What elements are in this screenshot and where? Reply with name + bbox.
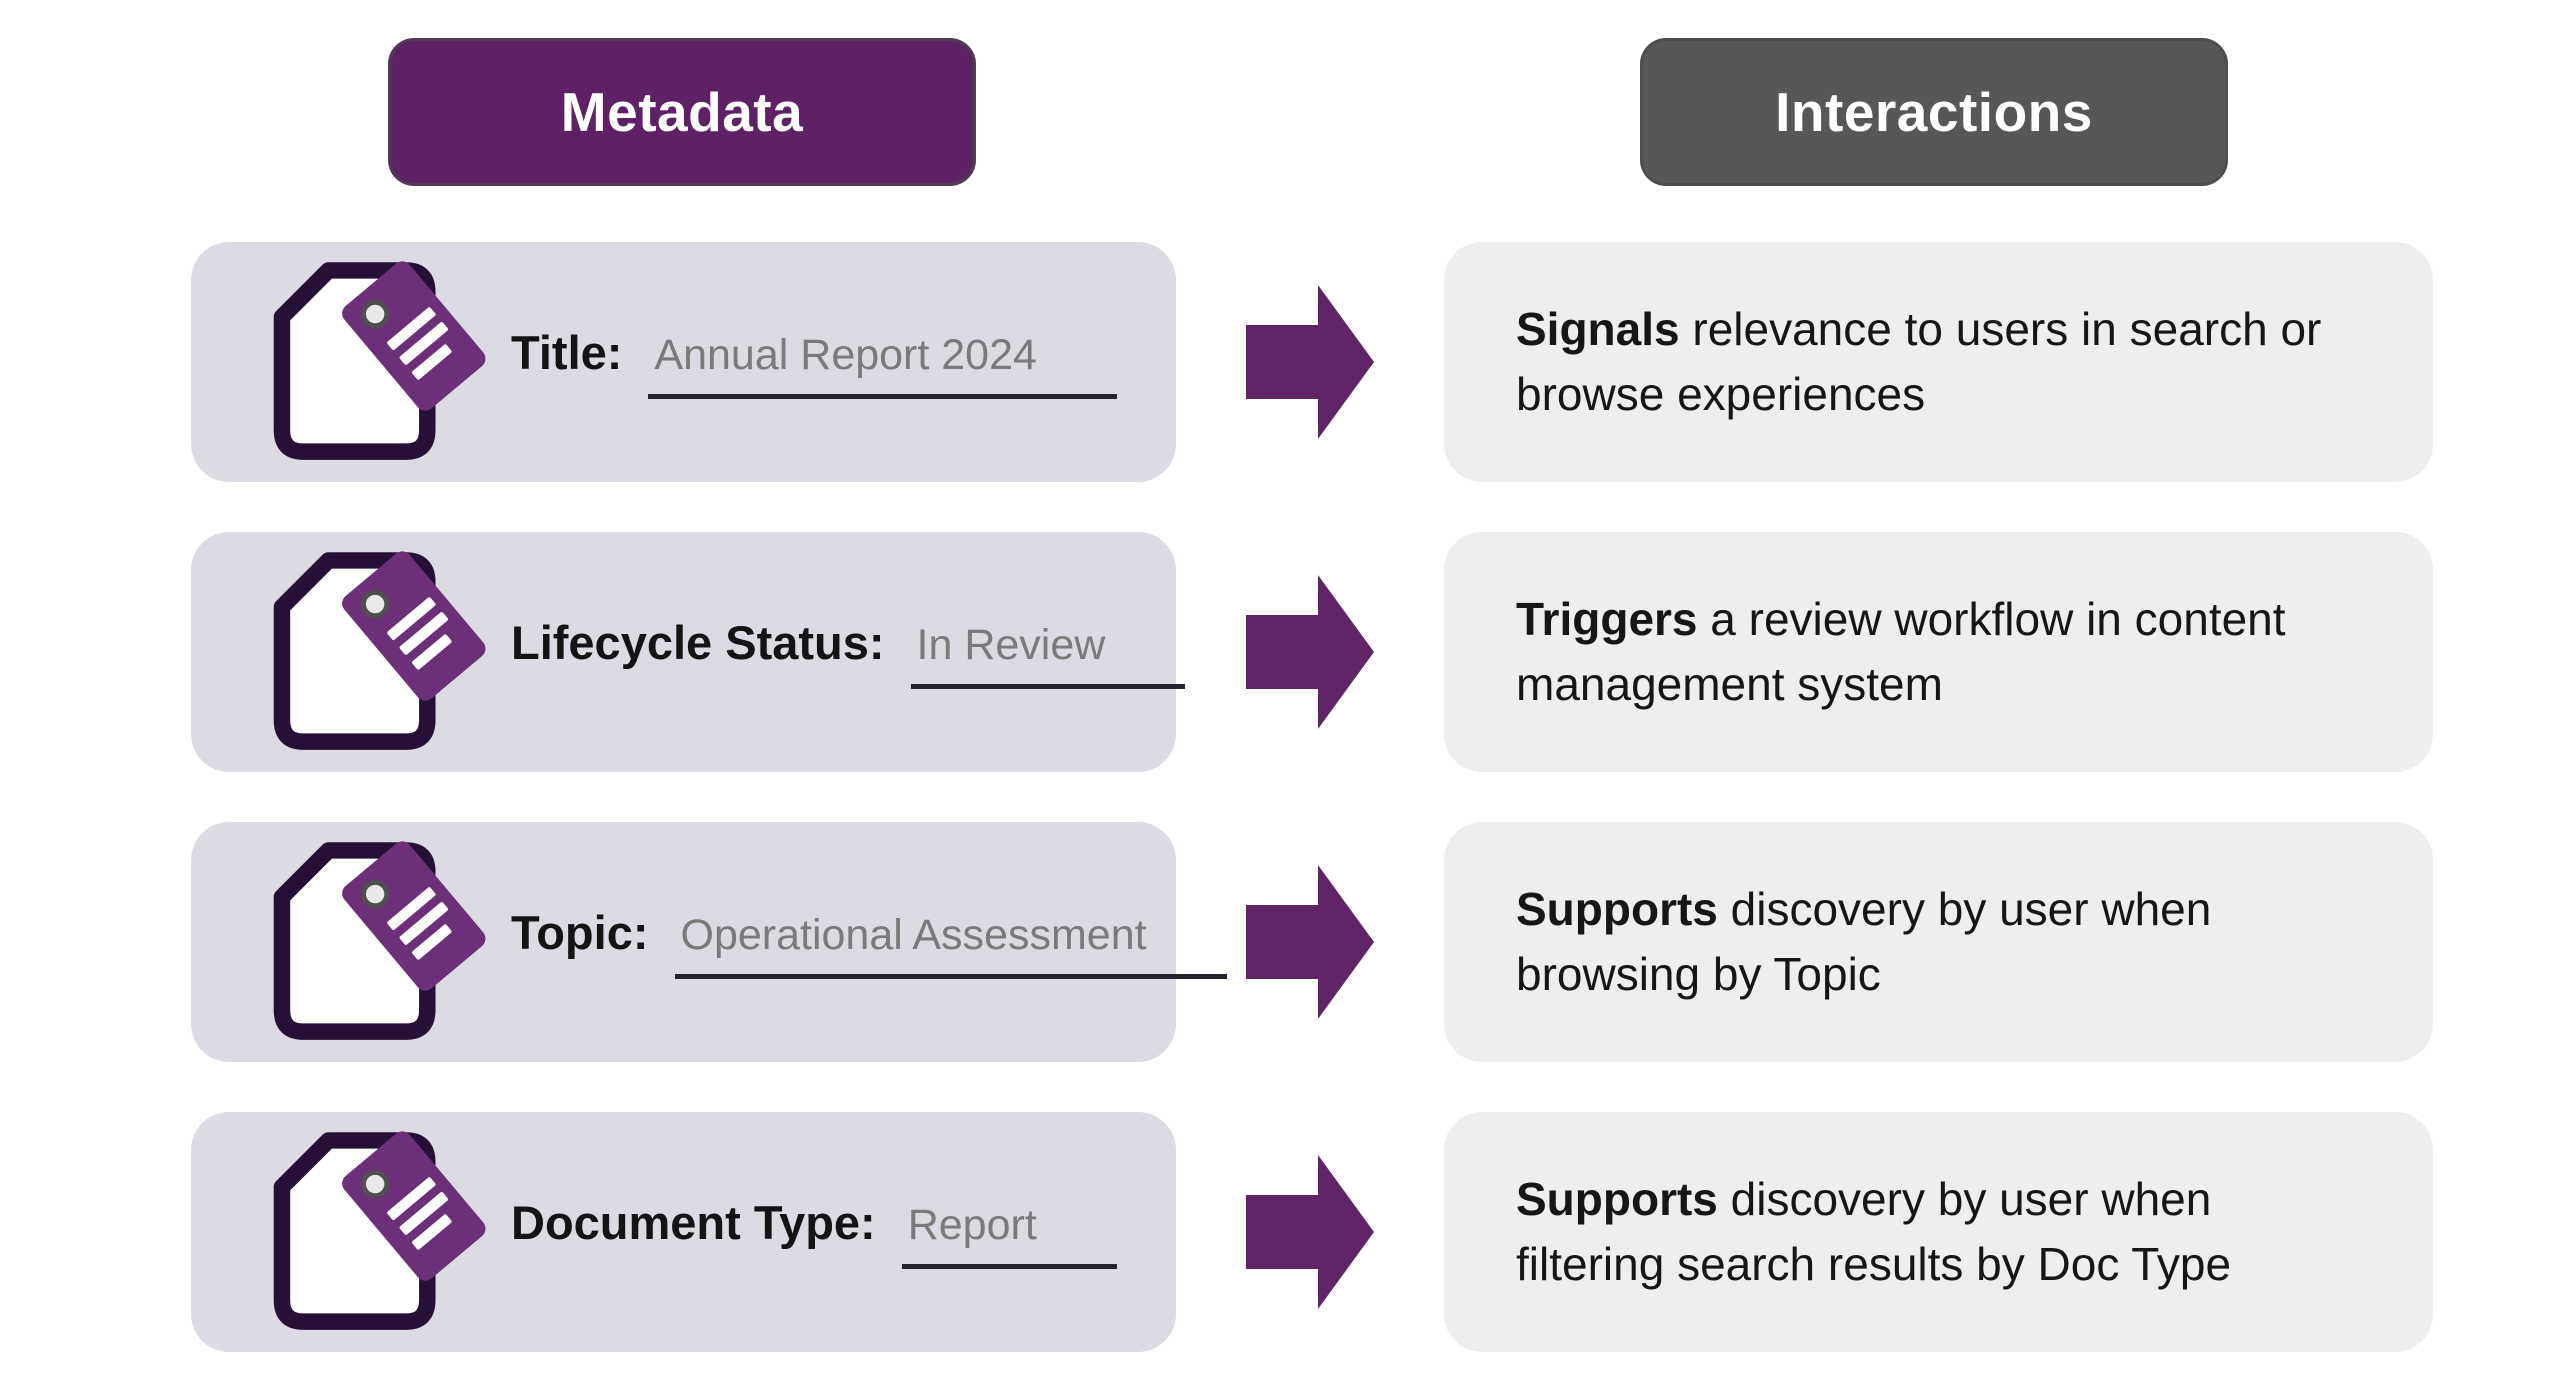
right-arrow-icon <box>1176 861 1444 1023</box>
diagram-row-document-type: Document Type: Report Supports discovery… <box>191 1112 2560 1352</box>
tagged-document-icon <box>249 543 499 761</box>
metadata-column-header: Metadata <box>388 38 976 186</box>
tagged-document-icon <box>249 1123 499 1341</box>
metadata-card: Document Type: Report <box>191 1112 1176 1352</box>
field-value: Operational Assessment <box>674 911 1227 979</box>
tagged-document-icon <box>249 833 499 1051</box>
field-label: Lifecycle Status: <box>511 616 885 669</box>
field-value: Report <box>901 1201 1117 1269</box>
interaction-text: Supports discovery by user when filterin… <box>1516 1172 2232 1290</box>
field-label: Title: <box>511 326 623 379</box>
metadata-card: Lifecycle Status: In Review <box>191 532 1186 772</box>
interaction-text: Signals relevance to users in search or … <box>1516 302 2322 420</box>
diagram-row-title: Title: Annual Report 2024 Signals releva… <box>191 242 2560 482</box>
metadata-field: Document Type: Report <box>511 1195 1117 1269</box>
interaction-text: Triggers a review workflow in content ma… <box>1516 592 2286 710</box>
right-arrow-icon <box>1176 1151 1444 1313</box>
interaction-card: Supports discovery by user when filterin… <box>1444 1112 2433 1352</box>
column-headers: Metadata Interactions <box>0 0 2560 186</box>
metadata-card: Topic: Operational Assessment <box>191 822 1227 1062</box>
field-value: In Review <box>910 621 1186 689</box>
metadata-card: Title: Annual Report 2024 <box>191 242 1176 482</box>
metadata-field: Topic: Operational Assessment <box>511 905 1227 979</box>
metadata-field: Title: Annual Report 2024 <box>511 325 1117 399</box>
interaction-text: Supports discovery by user when browsing… <box>1516 882 2212 1000</box>
diagram-row-lifecycle-status: Lifecycle Status: In Review Triggers a r… <box>191 532 2560 772</box>
field-label: Topic: <box>511 906 649 959</box>
right-arrow-icon <box>1176 571 1444 733</box>
field-label: Document Type: <box>511 1196 876 1249</box>
diagram-rows: Title: Annual Report 2024 Signals releva… <box>0 242 2560 1352</box>
tagged-document-icon <box>249 253 499 471</box>
right-arrow-icon <box>1176 281 1444 443</box>
interactions-column-header: Interactions <box>1640 38 2228 186</box>
diagram-row-topic: Topic: Operational Assessment Supports d… <box>191 822 2560 1062</box>
interaction-card: Signals relevance to users in search or … <box>1444 242 2433 482</box>
interaction-card: Supports discovery by user when browsing… <box>1444 822 2433 1062</box>
interaction-card: Triggers a review workflow in content ma… <box>1444 532 2433 772</box>
field-value: Annual Report 2024 <box>648 331 1117 399</box>
metadata-field: Lifecycle Status: In Review <box>511 615 1186 689</box>
